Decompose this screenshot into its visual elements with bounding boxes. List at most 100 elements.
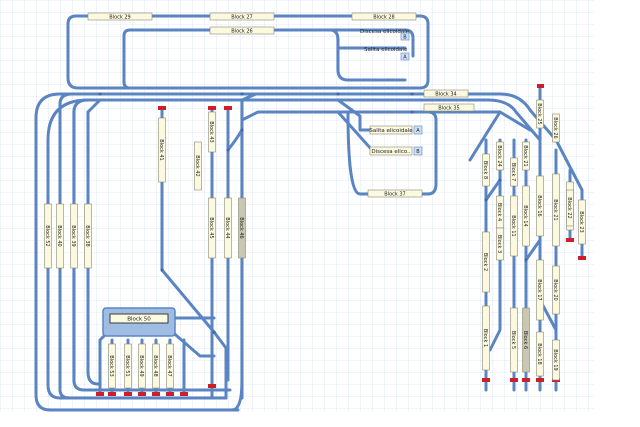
block-11-label: Block 11 (510, 215, 516, 236)
block-39[interactable]: Block 39 (70, 203, 78, 269)
block-27-label: Block 27 (231, 15, 252, 21)
block-47-label: Block 47 (166, 355, 172, 376)
block-38-label: Block 38 (84, 225, 90, 246)
block-3[interactable]: Block 3 (496, 227, 504, 261)
helix-ascent-middle[interactable]: Salita elicoidale A (369, 125, 423, 135)
block-25-label: Block 25 (536, 103, 542, 124)
helix-descent-middle-label: Discesa elico.. (371, 149, 411, 155)
block-40-label: Block 40 (56, 225, 62, 246)
block-37-label: Block 37 (384, 192, 405, 198)
block-4-label: Block 4 (496, 203, 502, 221)
block-51-label: Block 51 (124, 355, 130, 376)
block-43-label: Block 43 (208, 121, 214, 142)
block-5-label: Block 5 (510, 331, 516, 349)
block-42-label: Block 42 (194, 155, 200, 176)
block-21[interactable]: Block 21 (522, 141, 530, 171)
block-25[interactable]: Block 25 (536, 99, 544, 129)
block-17[interactable]: Block 17 (536, 259, 544, 321)
block-37[interactable]: Block 37 (367, 189, 423, 198)
helix-ascent-top-label: Salita elicoidale (364, 47, 408, 53)
block-46[interactable]: Block 46 (238, 197, 246, 259)
block-6-label: Block 6 (522, 331, 528, 349)
port-b-middle-label: B (416, 149, 420, 155)
block-2[interactable]: Block 2 (482, 231, 490, 293)
block-41[interactable]: Block 41 (158, 117, 166, 183)
helix-descent-top[interactable]: Discesa elicoidale B (360, 29, 410, 41)
block-5[interactable]: Block 5 (510, 307, 518, 373)
block-18-label: Block 18 (536, 343, 542, 364)
block-21b-label: Block 21 (552, 199, 558, 220)
block-50[interactable]: Block 50 (109, 313, 169, 324)
block-44-label: Block 44 (224, 217, 230, 238)
block-22-label: Block 22 (566, 197, 572, 218)
block-29[interactable]: Block 29 (87, 12, 153, 21)
block-22[interactable]: Block 22 (566, 189, 574, 227)
block-2-label: Block 2 (482, 253, 488, 271)
port-b-middle[interactable] (413, 146, 423, 156)
block-6[interactable]: Block 6 (522, 307, 530, 373)
block-14-label: Block 14 (522, 205, 528, 226)
helix-descent-middle[interactable]: Discesa elico.. B (369, 146, 423, 156)
block-42[interactable]: Block 42 (194, 141, 202, 191)
block-1-label: Block 1 (482, 329, 488, 347)
block-29-label: Block 29 (109, 15, 130, 21)
block-45-label: Block 45 (208, 217, 214, 238)
block-4[interactable]: Block 4 (496, 195, 504, 229)
block-19[interactable]: Block 19 (552, 339, 560, 381)
helix-ascent-middle-label: Salita elicoidale (369, 128, 413, 134)
port-a-top-label: A (403, 55, 407, 61)
block-20b[interactable]: Block 20 (552, 265, 560, 315)
block-53-label: Block 53 (108, 355, 114, 376)
block-8-label: Block 8 (482, 161, 488, 179)
block-38[interactable]: Block 38 (84, 203, 92, 269)
block-1[interactable]: Block 1 (482, 305, 490, 371)
block-35[interactable]: Block 35 (423, 103, 475, 112)
block-46-label: Block 46 (238, 217, 244, 238)
block-49[interactable]: Block 49 (138, 343, 146, 389)
block-23[interactable]: Block 23 (578, 199, 586, 245)
block-3-label: Block 3 (496, 235, 502, 253)
port-a-top[interactable] (400, 52, 410, 61)
block-16[interactable]: Block 16 (536, 175, 544, 237)
block-26-label: Block 26 (231, 29, 252, 35)
block-40[interactable]: Block 40 (56, 203, 64, 269)
port-b-top[interactable] (400, 32, 410, 41)
block-28-label: Block 28 (373, 15, 394, 21)
block-8[interactable]: Block 8 (482, 153, 490, 187)
port-a-middle[interactable] (413, 125, 423, 135)
block-50-label: Block 50 (127, 317, 151, 323)
block-26-right-label: Block 26 (552, 117, 558, 138)
block-48[interactable]: Block 48 (152, 343, 160, 389)
block-34[interactable]: Block 34 (423, 89, 469, 98)
block-44[interactable]: Block 44 (224, 197, 232, 259)
block-20b-label: Block 20 (552, 279, 558, 300)
block-18[interactable]: Block 18 (536, 331, 544, 377)
block-45[interactable]: Block 45 (208, 197, 216, 259)
block-21b[interactable]: Block 21 (552, 173, 560, 247)
helix-descent-top-label: Discesa elicoidale (360, 29, 410, 35)
block-24-label: Block 24 (496, 145, 502, 166)
block-14[interactable]: Block 14 (522, 185, 530, 247)
block-28[interactable]: Block 28 (351, 12, 417, 21)
helix-ascent-top[interactable]: Salita elicoidale A (364, 47, 410, 61)
block-34-label: Block 34 (435, 92, 456, 98)
block-26[interactable]: Block 26 (209, 26, 275, 35)
block-53[interactable]: Block 53 (108, 343, 116, 389)
block-7[interactable]: Block 7 (510, 157, 518, 187)
block-51[interactable]: Block 51 (124, 343, 132, 389)
block-24[interactable]: Block 24 (496, 141, 504, 171)
block-26-right[interactable]: Block 26 (552, 113, 560, 143)
block-52-label: Block 52 (44, 225, 50, 246)
block-47[interactable]: Block 47 (166, 343, 174, 389)
block-7-label: Block 7 (510, 163, 516, 181)
block-52[interactable]: Block 52 (44, 203, 52, 269)
block-27[interactable]: Block 27 (209, 12, 275, 21)
block-23-label: Block 23 (578, 211, 584, 232)
block-35-label: Block 35 (438, 106, 459, 112)
block-11[interactable]: Block 11 (510, 195, 518, 257)
block-19-label: Block 19 (552, 349, 558, 370)
block-43[interactable]: Block 43 (208, 111, 216, 153)
block-39-label: Block 39 (70, 225, 76, 246)
track-bumpers (96, 84, 586, 396)
